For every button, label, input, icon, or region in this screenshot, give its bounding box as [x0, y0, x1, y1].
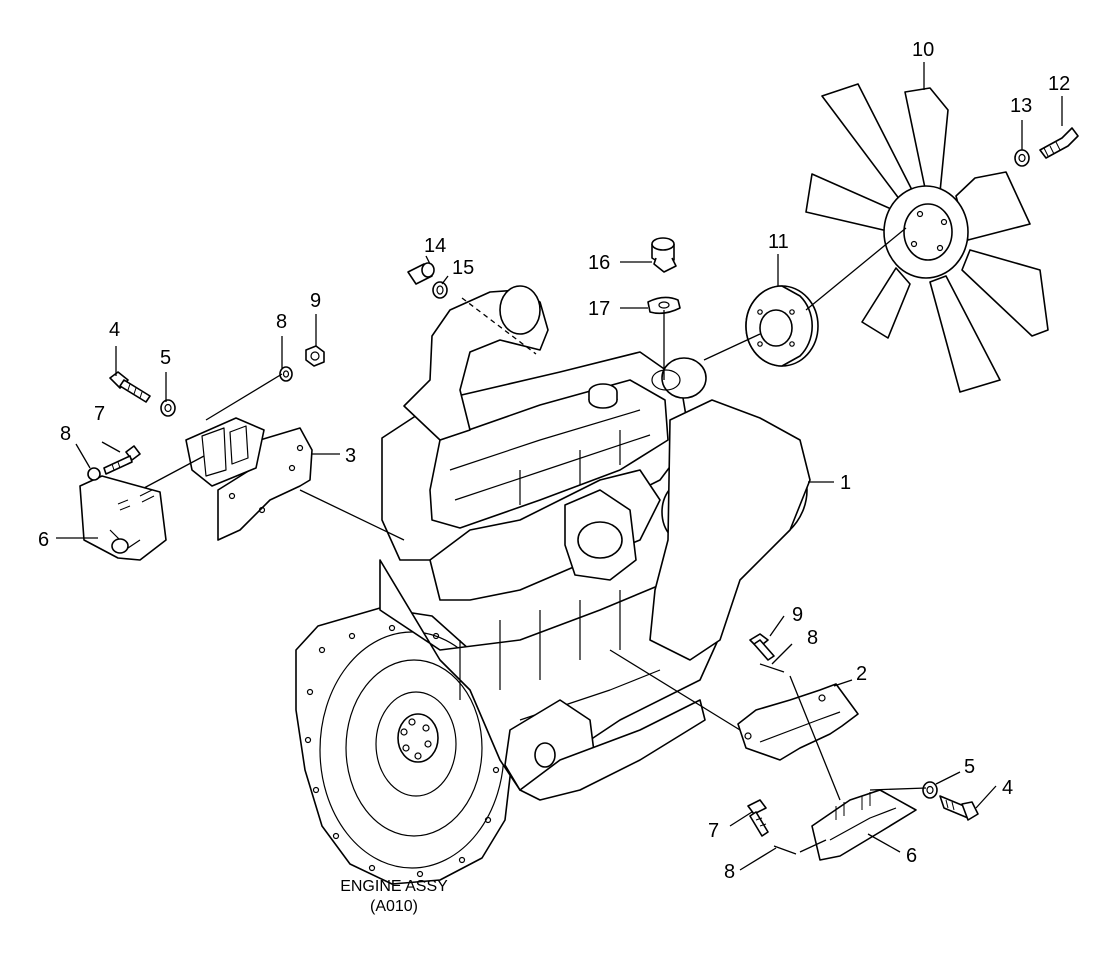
right-bolt-4 [939, 795, 979, 821]
right-mount-bracket-2 [737, 683, 859, 761]
flywheel-hub [397, 713, 439, 763]
callout-11: 11 [768, 231, 789, 253]
callout-8-top: 8 [276, 311, 287, 333]
cylinder-block [379, 559, 719, 791]
callout-6-right: 6 [906, 845, 917, 867]
left-bolt-7 [103, 445, 141, 475]
oil-pan [519, 699, 706, 801]
caption-title: ENGINE ASSY [340, 878, 448, 895]
fan-blade-6 [861, 267, 911, 339]
engine-assembly [295, 285, 811, 885]
fan-blade-4 [961, 249, 1049, 337]
dowel-14 [407, 262, 435, 285]
fan-blade-1 [821, 83, 913, 201]
callout-13: 13 [1010, 95, 1032, 117]
callout-6-left: 6 [38, 529, 49, 551]
left-nut-9 [305, 345, 325, 367]
leader-lines [56, 62, 1063, 871]
right-washer-5 [922, 781, 938, 799]
left-mount-plate [185, 417, 265, 487]
fan-washer [1014, 149, 1030, 167]
seal-15 [432, 281, 448, 299]
callout-7-right: 7 [708, 820, 719, 842]
callout-9-left: 9 [310, 290, 321, 312]
callout-8-left: 8 [60, 423, 71, 445]
valve-cover [429, 379, 669, 529]
callout-7-left: 7 [94, 403, 105, 425]
left-rubber-mount-6 [79, 475, 167, 561]
callout-4-right: 4 [1002, 777, 1013, 799]
right-washer-8-upper [759, 663, 785, 673]
right-bolt-7 [747, 799, 769, 837]
callout-2: 2 [856, 663, 867, 685]
callout-16: 16 [588, 252, 610, 274]
gasket-17 [647, 296, 681, 315]
callout-3: 3 [345, 445, 356, 467]
fan-bolt [1039, 127, 1079, 159]
callout-17: 17 [588, 298, 610, 320]
callout-8-right-lower: 8 [724, 861, 735, 883]
callout-4-left: 4 [109, 319, 120, 341]
right-bolt-9 [749, 633, 775, 661]
left-washer-5 [160, 399, 176, 417]
cooling-fan [805, 83, 1049, 393]
callout-12: 12 [1048, 73, 1070, 95]
callout-1: 1 [840, 472, 851, 494]
right-washer-8-lower [773, 845, 797, 855]
callout-15: 15 [452, 257, 474, 279]
callout-5-left: 5 [160, 347, 171, 369]
flywheel-mid-ring [345, 659, 483, 837]
left-bolt-4 [109, 371, 151, 403]
fan-spacer [745, 285, 819, 367]
plug-16 [651, 237, 677, 273]
callout-14: 14 [424, 235, 446, 257]
callout-5-right: 5 [964, 756, 975, 778]
fan-pulley-boss [661, 357, 707, 399]
caption-code: (A010) [370, 898, 418, 915]
left-washer-8-top [279, 366, 293, 382]
callout-8-right-upper: 8 [807, 627, 818, 649]
callout-9-right: 9 [792, 604, 803, 626]
callout-10: 10 [912, 39, 934, 61]
right-rubber-mount-6 [811, 789, 917, 861]
flywheel-inner-ring [375, 691, 457, 797]
callout-labels: 1 2 3 4 4 5 5 6 6 7 7 8 8 8 8 9 9 10 11 … [38, 39, 1070, 883]
fan-blade-2 [904, 87, 949, 193]
front-timing-cover [649, 399, 811, 661]
left-washer-8-low [87, 467, 101, 481]
fan-blade-5 [929, 275, 1001, 393]
